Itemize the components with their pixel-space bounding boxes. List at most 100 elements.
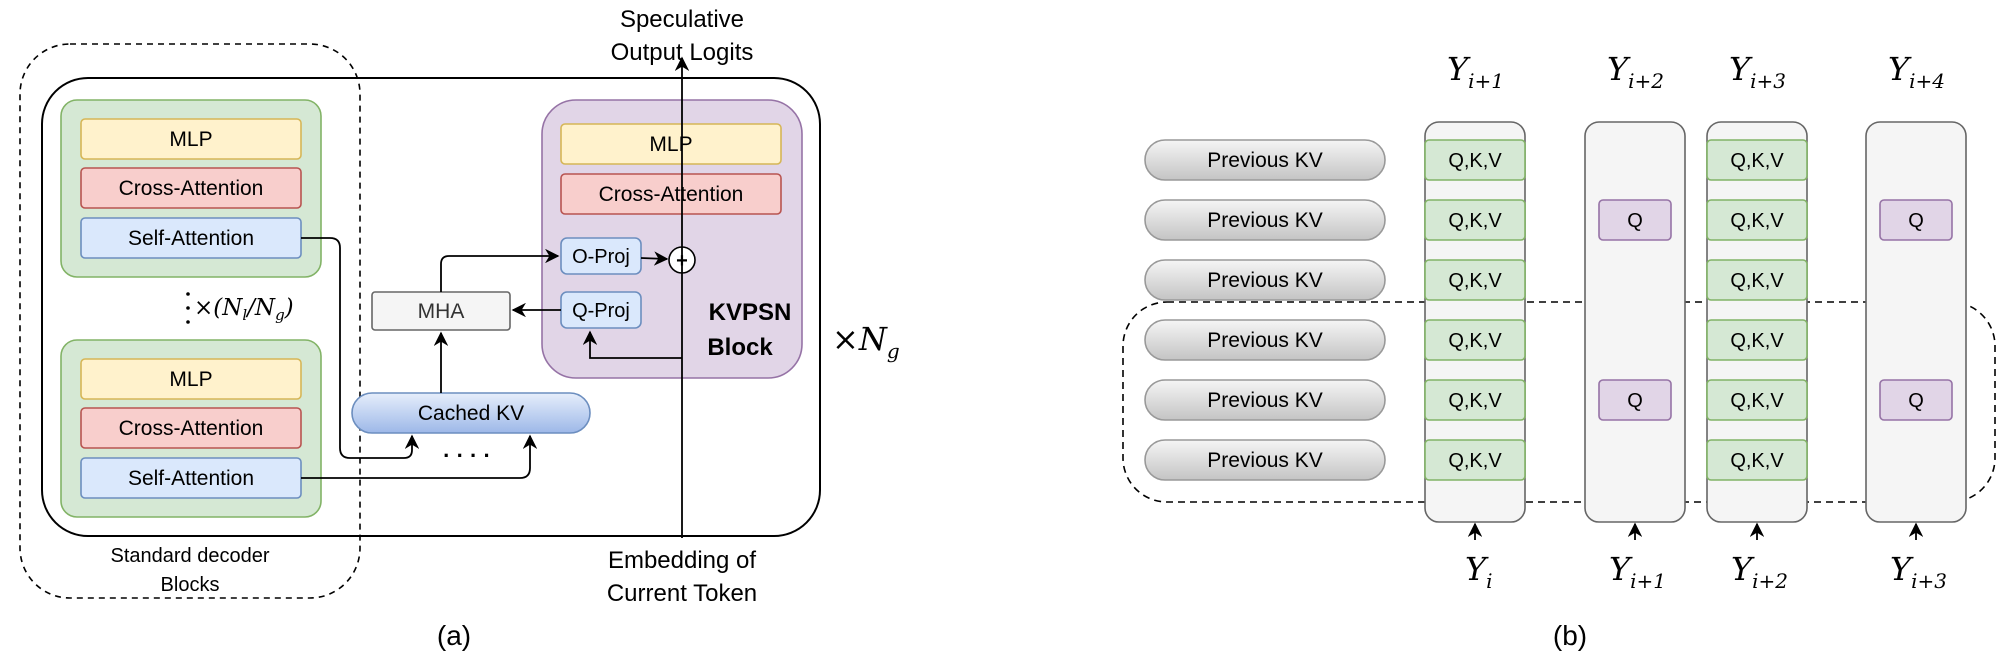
decoder-block-bottom: MLP Cross-Attention Self-Attention: [60, 339, 322, 518]
column-bottom-label: Yi+1: [1609, 550, 1666, 593]
kvpsn-block: MLP Cross-Attention O-Proj Q-Proj + KVPS…: [541, 99, 803, 379]
repeat-label: ×(Nl/Ng): [186, 292, 294, 324]
cross-attention-box: [560, 173, 782, 215]
token-column: Yi+4Yi+3 Q Q: [1865, 50, 1967, 593]
cell-label: Q,K,V: [1448, 450, 1502, 472]
previous-kv-label: Previous KV: [1207, 269, 1323, 292]
repeat-slash: /N: [245, 295, 276, 321]
previous-kv-row: Previous KV: [1144, 439, 1386, 481]
previous-kv-label: Previous KV: [1207, 449, 1323, 472]
column-top-var: Y: [1447, 50, 1471, 88]
column-top-var: Y: [1888, 50, 1912, 88]
cell-label: Q: [1908, 210, 1924, 232]
previous-kv-label: Previous KV: [1207, 389, 1323, 412]
column-bottom-label: Yi+2: [1731, 550, 1788, 593]
standard-caption-line2: Blocks: [161, 574, 220, 596]
arrow-o-proj-to-add: [640, 251, 669, 266]
cell-label: Q,K,V: [1448, 270, 1502, 292]
repeat-close: ): [284, 295, 294, 321]
previous-kv-pill: [1144, 439, 1386, 481]
column-top-label: Yi+2: [1607, 50, 1664, 93]
arrow-self-attn-top-to-cache: [301, 237, 420, 459]
kvpsn-title-line2: Block: [707, 334, 773, 361]
self-attention-label: Self-Attention: [128, 227, 254, 250]
q-cell: [1598, 379, 1672, 421]
qkv-cell: [1424, 379, 1526, 421]
qkv-cell: [1706, 319, 1808, 361]
group-container: [41, 77, 821, 537]
cell-label: Q,K,V: [1448, 330, 1502, 352]
mlp-label: MLP: [169, 128, 212, 151]
column-top-sub: i+1: [1468, 69, 1504, 93]
qkv-cell: [1424, 139, 1526, 181]
kvpsn-title-line1: KVPSN: [709, 299, 792, 326]
column-bottom-sub: i: [1486, 569, 1492, 593]
column-bottom-sub: i+2: [1752, 569, 1788, 593]
q-cell: [1879, 379, 1953, 421]
q-cell: [1598, 199, 1672, 241]
cached-kv-box: [351, 392, 591, 434]
previous-kv-row: Previous KV: [1144, 319, 1386, 361]
qkv-cell: [1424, 439, 1526, 481]
times-ng: ×N: [832, 320, 888, 358]
svg-text:×(Nl/Ng): ×(Nl/Ng): [194, 295, 294, 324]
qkv-cell: [1424, 319, 1526, 361]
times-ng-sub: g: [887, 339, 900, 363]
qkv-cell: [1706, 259, 1808, 301]
column-top-sub: i+3: [1750, 69, 1786, 93]
column-top-sub: i+2: [1628, 69, 1664, 93]
o-proj-box: [560, 237, 642, 275]
output-label-line2: Output Logits: [611, 39, 754, 66]
column-top-sub: i+4: [1909, 69, 1945, 93]
qkv-cell: [1424, 199, 1526, 241]
mlp-box: [80, 358, 302, 400]
cell-label: Q: [1627, 210, 1643, 232]
token-columns: Yi+1YiQ,K,VQ,K,VQ,K,VQ,K,VQ,K,VQ,K,VYi+2…: [1424, 50, 1967, 593]
qkv-cell: [1424, 259, 1526, 301]
cached-kv-label: Cached KV: [418, 402, 524, 425]
qkv-cell: [1706, 439, 1808, 481]
panel-b: Previous KV Previous KV Previous KV Previou…: [1122, 50, 1996, 651]
previous-kv-column: Previous KV Previous KV Previous KV Previou…: [1144, 139, 1386, 481]
column-top-label: Yi+4: [1888, 50, 1945, 93]
q-proj-label: Q-Proj: [572, 300, 630, 322]
cell-label: Q,K,V: [1448, 210, 1502, 232]
column-box: [1865, 121, 1967, 523]
o-proj-label: O-Proj: [572, 246, 630, 268]
mlp-box: [560, 123, 782, 165]
cell-label: Q,K,V: [1448, 150, 1502, 172]
cross-attention-box: [80, 167, 302, 209]
qkv-cell: [1706, 379, 1808, 421]
column-bottom-var: Y: [1609, 550, 1633, 588]
qkv-cell: [1706, 139, 1808, 181]
column-bottom-sub: i+3: [1911, 569, 1947, 593]
previous-kv-label: Previous KV: [1207, 209, 1323, 232]
input-label-line1: Embedding of: [608, 547, 756, 574]
mlp-box: [80, 118, 302, 160]
cell-label: Q,K,V: [1730, 330, 1784, 352]
cross-attention-label: Cross-Attention: [599, 183, 744, 206]
mha-label: MHA: [418, 300, 465, 323]
q-cell: [1879, 199, 1953, 241]
cell-label: Q: [1627, 390, 1643, 412]
panel-a-label: (a): [437, 620, 471, 651]
cell-label: Q,K,V: [1448, 390, 1502, 412]
previous-kv-row: Previous KV: [1144, 199, 1386, 241]
cell-label: Q: [1908, 390, 1924, 412]
cell-label: Q,K,V: [1730, 210, 1784, 232]
decoder-block-top: MLP Cross-Attention Self-Attention: [60, 99, 322, 278]
previous-kv-row: Previous KV: [1144, 259, 1386, 301]
column-bottom-var: Y: [1731, 550, 1755, 588]
column-top-label: Yi+3: [1729, 50, 1786, 93]
cell-label: Q,K,V: [1730, 450, 1784, 472]
previous-kv-pill: [1144, 139, 1386, 181]
panel-b-label: (b): [1553, 620, 1587, 651]
previous-kv-pill: [1144, 199, 1386, 241]
input-label-line2: Current Token: [607, 580, 757, 607]
standard-caption-line1: Standard decoder: [110, 545, 269, 567]
column-bottom-var: Y: [1465, 550, 1489, 588]
previous-kv-label: Previous KV: [1207, 149, 1323, 172]
previous-kv-pill: [1144, 259, 1386, 301]
standard-blocks-region: [19, 43, 361, 599]
